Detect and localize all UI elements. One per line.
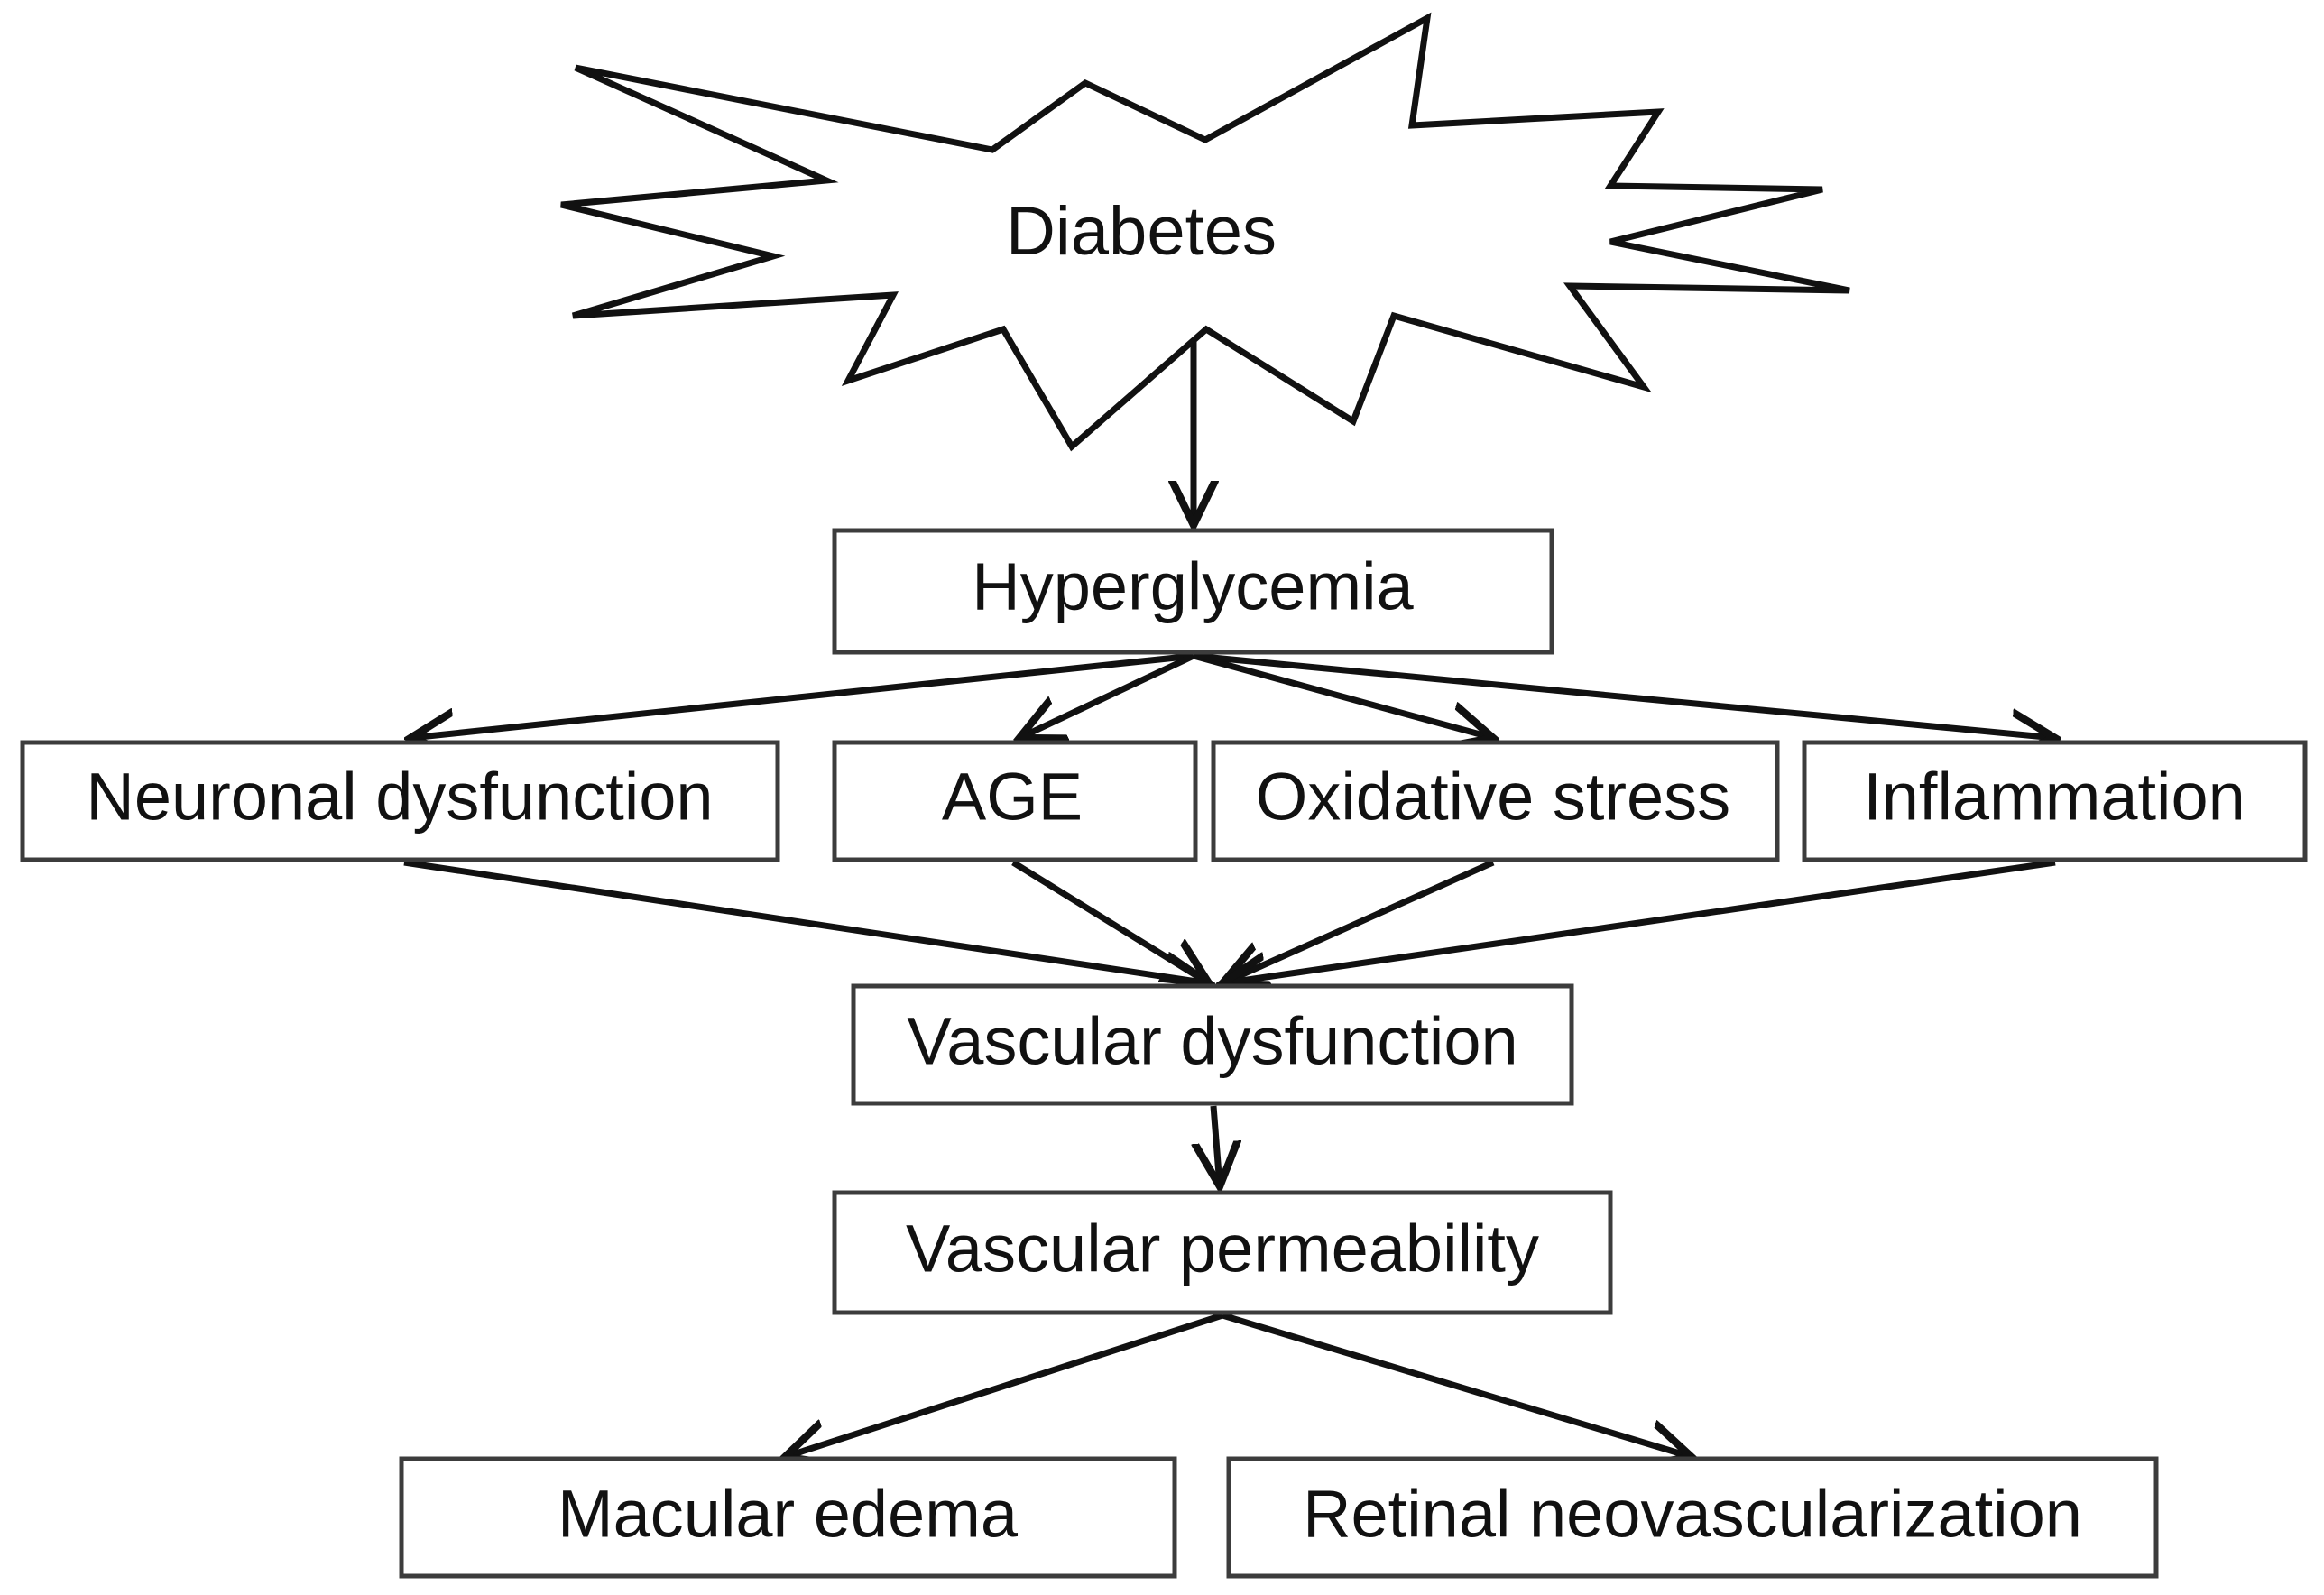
age-node: AGE	[832, 740, 1198, 862]
inflammation-label: Inflammation	[1863, 760, 2246, 834]
vascular-permeability-node: Vascular permeability	[832, 1190, 1613, 1315]
macular-edema-node: Macular edema	[399, 1456, 1177, 1579]
edge-vascular-permeability-to-macular-edema	[785, 1312, 1224, 1457]
vascular-dysfunction-label: Vascular dysfunction	[907, 1004, 1517, 1079]
neuronal-dysfunction-box	[20, 740, 780, 862]
age-box	[832, 740, 1198, 862]
edge-vascular-dysfunction-to-vascular-permeability	[1213, 1105, 1220, 1186]
edge-neuronal-dysfunction-to-vascular-dysfunction	[403, 859, 1209, 983]
diabetes-starburst-node: Diabetes	[560, 12, 1850, 452]
macular-edema-box	[399, 1456, 1177, 1579]
edge-hyperglycemia-to-inflammation	[1193, 652, 2055, 738]
oxidative-stress-node: Oxidative stress	[1211, 740, 1780, 862]
hyperglycemia-box	[832, 528, 1554, 655]
hyperglycemia-node: Hyperglycemia	[832, 528, 1554, 655]
vascular-dysfunction-box	[851, 983, 1574, 1106]
macular-edema-label: Macular edema	[558, 1477, 1019, 1552]
retinal-neovascularization-label: Retinal neovascularization	[1303, 1477, 2082, 1552]
edges-group	[404, 329, 2055, 1457]
diabetes-label: Diabetes	[1006, 193, 1277, 270]
edge-hyperglycemia-to-oxidative-stress	[1193, 652, 1493, 738]
hyperglycemia-label: Hyperglycemia	[972, 549, 1414, 624]
neuronal-dysfunction-node: Neuronal dysfunction	[20, 740, 780, 862]
vascular-permeability-label: Vascular permeability	[906, 1212, 1539, 1286]
inflammation-box	[1802, 740, 2308, 862]
edge-vascular-permeability-to-retinal-neovascularization	[1221, 1312, 1692, 1457]
edge-hyperglycemia-to-neuronal-dysfunction	[410, 652, 1194, 738]
oxidative-stress-label: Oxidative stress	[1256, 760, 1730, 834]
retinal-neovascularization-node: Retinal neovascularization	[1226, 1456, 2159, 1579]
neuronal-dysfunction-label: Neuronal dysfunction	[86, 760, 713, 834]
inflammation-node: Inflammation	[1802, 740, 2308, 862]
age-label: AGE	[942, 760, 1083, 834]
oxidative-stress-box	[1211, 740, 1780, 862]
vascular-dysfunction-node: Vascular dysfunction	[851, 983, 1574, 1106]
edge-hyperglycemia-to-age	[1019, 652, 1195, 738]
edge-age-to-vascular-dysfunction	[1011, 860, 1209, 983]
starburst-shape	[560, 12, 1850, 452]
vascular-permeability-box	[832, 1190, 1613, 1315]
edge-inflammation-to-vascular-dysfunction	[1222, 859, 2056, 983]
retinal-neovascularization-box	[1226, 1456, 2159, 1579]
